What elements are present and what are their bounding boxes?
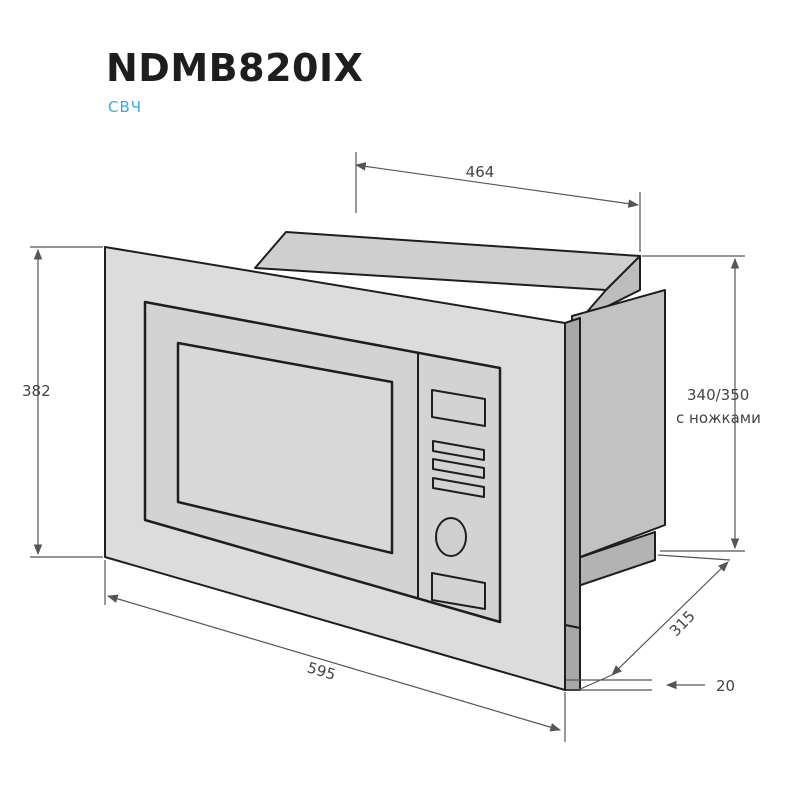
button-2 (432, 458, 485, 479)
model-title: NDMB820IX (106, 46, 364, 90)
dim-height: 382 (22, 382, 51, 400)
frame-edge (564, 317, 581, 629)
dim-height-right-note: с ножками (676, 409, 761, 427)
dim-offset: 20 (716, 677, 735, 695)
dim-height-right: 340/350 (687, 386, 749, 404)
door-window (176, 341, 394, 555)
side-housing (571, 289, 666, 561)
top-housing-slope (579, 255, 641, 321)
category-label: СВЧ (108, 98, 143, 116)
control-knob (435, 517, 467, 557)
dim-top-depth: 464 (466, 163, 495, 181)
microwave-body (104, 231, 666, 691)
dim-depth: 315 (666, 607, 699, 640)
display (431, 389, 486, 427)
dimension-lines (30, 152, 745, 742)
button-3 (432, 477, 485, 498)
button-1 (432, 440, 485, 461)
